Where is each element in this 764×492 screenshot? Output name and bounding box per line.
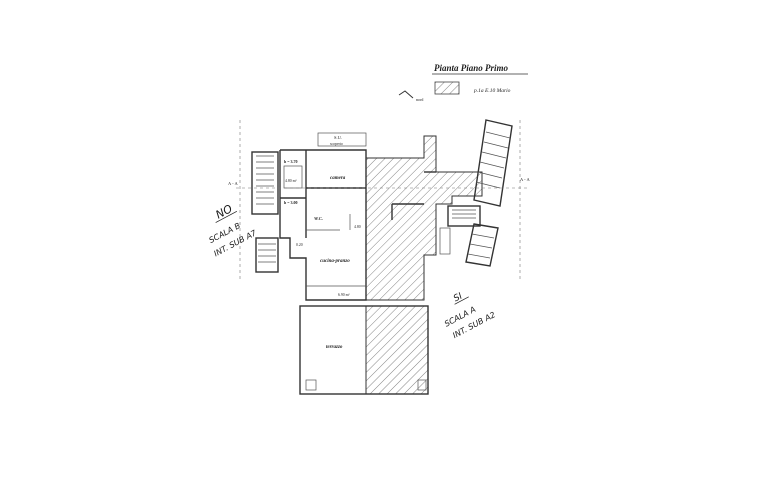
hatched-common-area: [365, 135, 483, 395]
dim-d1: 4.80 m²: [285, 179, 298, 183]
note-left: NO SCALA B INT. SUB A7: [208, 202, 259, 258]
dim-d4: 6.90 m²: [338, 293, 351, 297]
terrace-outline: [299, 305, 429, 395]
su-sublabel: scoperto: [330, 142, 343, 146]
note-right: SI SCALA A INT. SUB A2: [443, 291, 497, 340]
north-arrow-icon: nord: [398, 90, 423, 102]
room-label-camera: camera: [330, 176, 346, 181]
dim-h2: h = 3.00: [284, 200, 298, 205]
section-mark-left: A - A: [228, 181, 239, 186]
north-label: nord: [416, 97, 423, 102]
dim-d2: 4.80: [354, 225, 361, 229]
legend-swatch: [434, 81, 460, 95]
section-lines: [236, 120, 530, 280]
note-left-line1: NO: [214, 202, 235, 222]
su-box: S.U. scoperto: [317, 132, 367, 147]
room-label-terrazzo: terrazzo: [326, 345, 343, 350]
section-mark-right: A - A: [520, 177, 531, 182]
plan-title: Pianta Piano Primo: [434, 63, 509, 73]
dim-h1: h = 3.70: [284, 159, 298, 164]
room-label-cucina: cucina-pranzo: [320, 259, 350, 264]
legend-label: p.1a E.10 Mario: [473, 88, 511, 94]
hatched-partitions: [391, 171, 451, 255]
room-label-wc: W.C.: [314, 216, 323, 221]
stair-left: [251, 151, 279, 273]
stair-right: [447, 119, 513, 267]
su-label: S.U.: [334, 135, 342, 140]
dim-d3: 0.20: [296, 243, 303, 247]
